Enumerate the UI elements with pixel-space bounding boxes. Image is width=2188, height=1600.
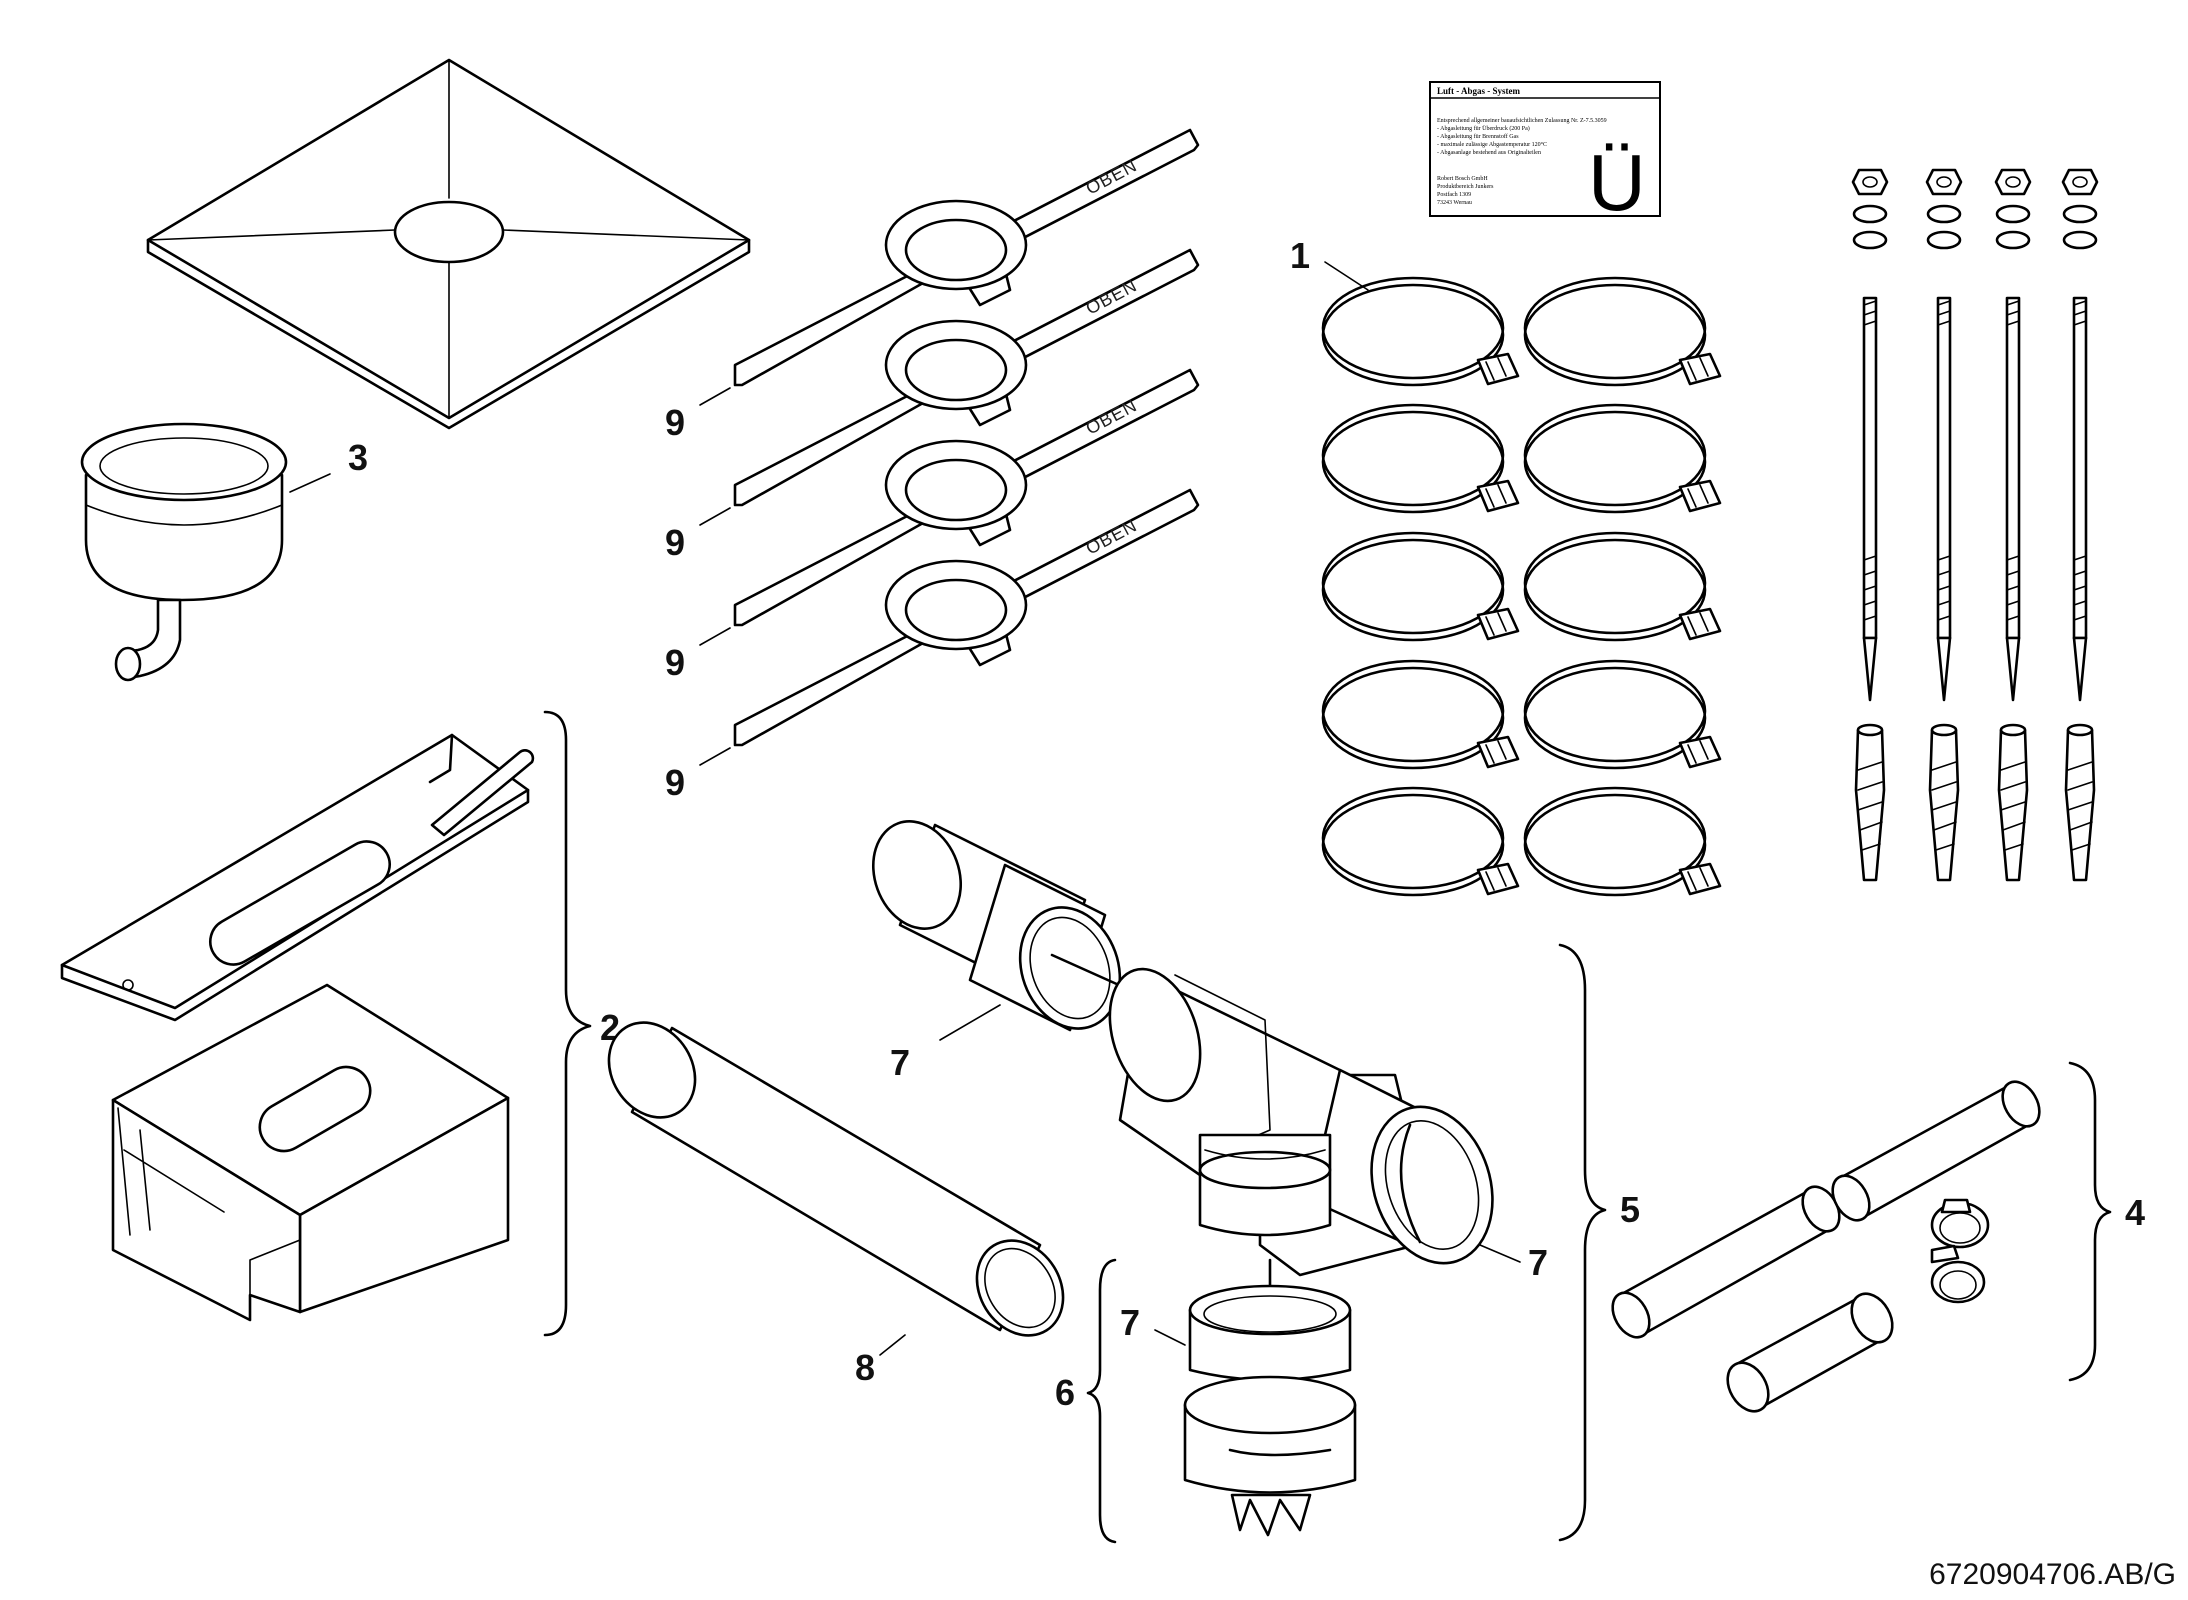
hose-clamp-1 — [1930, 1198, 1990, 1249]
clamp-6 — [1523, 531, 1722, 642]
hose-kit — [1611, 1080, 2041, 1413]
fixing-set-1 — [1851, 168, 1889, 882]
callout-7c: 7 — [1120, 1302, 1140, 1343]
callout-1: 1 — [1290, 235, 1310, 276]
clamp-2 — [1523, 276, 1722, 387]
clamp-5 — [1321, 531, 1520, 642]
clamp-8 — [1523, 659, 1722, 770]
wall-bracket-4: OBEN — [733, 488, 1200, 747]
straight-pipe — [607, 1021, 1065, 1337]
clamp-9 — [1321, 786, 1520, 897]
leader-7a — [939, 1004, 1001, 1041]
hose-3 — [1726, 1292, 1894, 1413]
cover-box — [111, 983, 510, 1322]
pipe-clamps — [1321, 276, 1722, 897]
leader-9c — [699, 627, 731, 646]
label-line-9: 73243 Wernau — [1437, 200, 1472, 206]
callout-3: 3 — [348, 437, 368, 478]
callout-9b: 9 — [665, 522, 685, 563]
label-line-1: Entsprechend allgemeiner bauaufsichtlich… — [1437, 117, 1607, 124]
callout-4: 4 — [2125, 1192, 2145, 1233]
roof-flashing-plate — [146, 58, 751, 430]
hose-clamp-2 — [1930, 1244, 1986, 1304]
conformity-mark: Ü — [1588, 138, 1646, 227]
leader-3 — [289, 473, 331, 493]
brace-6 — [1086, 1258, 1117, 1544]
callout-5: 5 — [1620, 1189, 1640, 1230]
fixing-set-2 — [1925, 168, 1963, 882]
label-line-3: - Abgasleitung für Brennstoff Gas — [1437, 133, 1519, 140]
leader-1 — [1324, 261, 1369, 291]
wall-bracket-2: OBEN — [733, 248, 1200, 507]
leader-7c — [1154, 1329, 1186, 1346]
leader-9d — [699, 747, 731, 766]
label-line-2: - Abgasleitung für Überdruck (200 Pa) — [1437, 125, 1530, 132]
leader-8 — [879, 1334, 906, 1356]
label-line-8: Postfach 1309 — [1437, 191, 1471, 198]
t-piece-assembly — [871, 820, 1494, 1537]
leader-9a — [699, 387, 731, 406]
condensate-collector — [80, 422, 288, 682]
leader-9b — [699, 507, 731, 526]
callout-6: 6 — [1055, 1372, 1075, 1413]
clamp-1 — [1321, 276, 1520, 387]
brace-4 — [2068, 1061, 2112, 1382]
callout-8: 8 — [855, 1347, 875, 1388]
fixing-kit — [1851, 168, 2099, 882]
wall-bracket-3: OBEN — [733, 368, 1200, 627]
fixing-set-4 — [2061, 168, 2099, 882]
document-id: 6720904706.AB/G — [1929, 1558, 2176, 1591]
fixing-set-3 — [1994, 168, 2032, 882]
label-line-4: - maximale zulässige Abgastemperatur 120… — [1437, 141, 1547, 148]
hose-1 — [1611, 1185, 1841, 1339]
label-line-5: - Abgasanlage bestehend aus Originalteil… — [1437, 150, 1541, 156]
label-line-7: Produktbereich Junkers — [1437, 184, 1494, 190]
clamp-10 — [1523, 786, 1722, 897]
hose-2 — [1831, 1080, 2041, 1222]
tee-fitting — [1108, 967, 1494, 1277]
label-title: Luft - Abgas - System — [1437, 86, 1521, 96]
label-line-6: Robert Bosch GmbH — [1437, 176, 1488, 182]
wall-bracket-1: OBEN — [733, 128, 1200, 387]
callout-9c: 9 — [665, 642, 685, 683]
callout-9a: 9 — [665, 402, 685, 443]
clamp-4 — [1523, 403, 1722, 514]
system-label-plate: Luft - Abgas - System Entsprechend allge… — [1429, 81, 1661, 227]
brace-5 — [1558, 943, 1607, 1542]
callout-7b: 7 — [1528, 1242, 1548, 1283]
callout-9d: 9 — [665, 762, 685, 803]
pipe-socket-upper — [871, 820, 1122, 1032]
clamp-3 — [1321, 403, 1520, 514]
brace-2 — [543, 710, 592, 1337]
mounting-rail — [60, 733, 535, 1022]
callout-7a: 7 — [890, 1042, 910, 1083]
clamp-7 — [1321, 659, 1520, 770]
leader-7b — [1479, 1244, 1521, 1263]
coupling-adapter — [1183, 1284, 1357, 1537]
